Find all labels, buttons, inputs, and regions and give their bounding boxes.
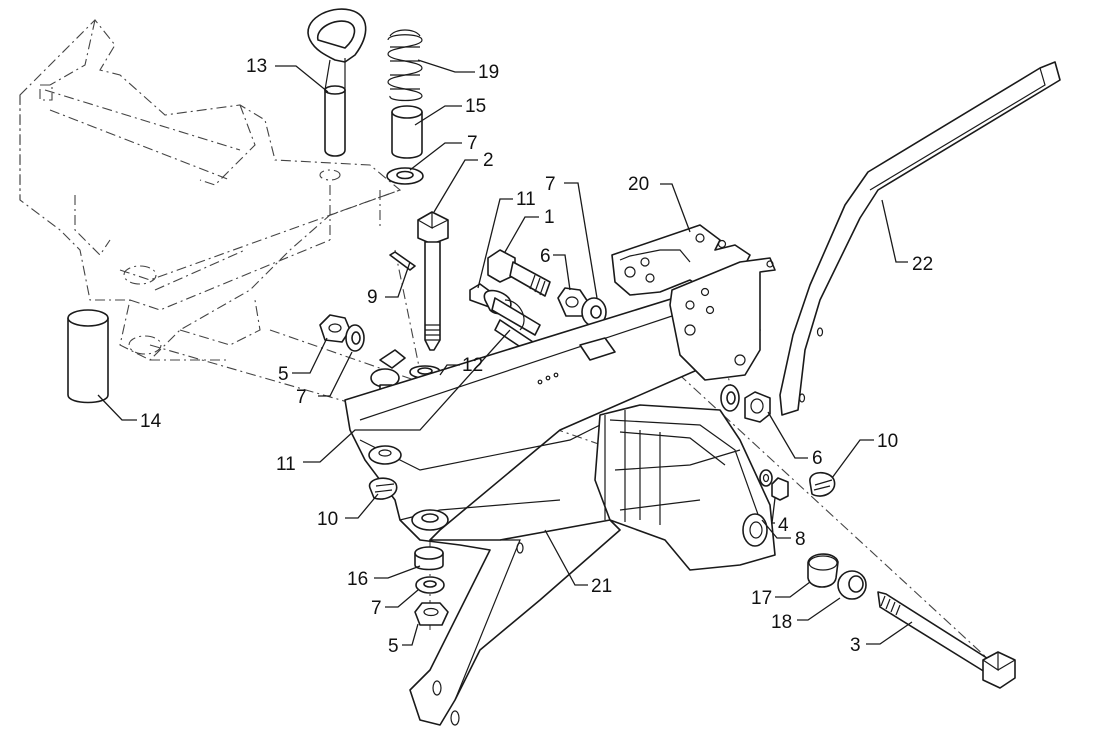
part-4-small-nut [759,469,789,501]
gearbox-housing [594,404,776,571]
callout-5: 5 [278,364,289,385]
callout-6: 6 [540,246,551,267]
callout-11: 11 [276,454,296,475]
callout-3: 3 [850,635,861,656]
part-17-bushing-ring [807,553,839,588]
callout-15: 15 [465,96,486,117]
part-13-lock-pin [307,8,367,157]
callout-10: 10 [877,431,898,452]
callout-2: 2 [483,150,494,171]
callout-22: 22 [912,254,933,275]
part-10-clip-right [809,471,836,497]
callout-13: 13 [246,56,267,77]
part-3-long-bolt [877,591,1016,689]
part-6-washer-nut-right [720,384,771,423]
callout-10: 10 [317,509,338,530]
part-2-bolt [417,211,449,351]
callout-9: 9 [367,287,378,308]
callout-11: 11 [516,189,536,210]
part-7-washer-bottom [415,576,445,594]
part-5-nut-bottom [414,602,449,626]
callout-4: 4 [778,515,789,536]
part-7-washer-top [386,167,424,185]
callout-12: 12 [462,355,483,376]
part-19-spring [387,29,423,102]
callout-19: 19 [478,62,499,83]
callout-16: 16 [347,569,368,590]
callout-6: 6 [812,448,823,469]
callout-labels: 13 19 15 7 2 7 20 11 1 6 22 9 5 7 12 14 … [140,56,933,657]
callout-20: 20 [628,174,649,195]
part-14-bushing-tube [67,309,109,404]
part-16-bushing-bottom [414,546,444,571]
callout-7: 7 [296,387,307,408]
part-18-spacer [837,570,867,600]
callout-7: 7 [467,133,478,154]
part-9-roll-pin [389,251,416,271]
part-1-bolt [487,249,551,297]
part-15-bushing [391,105,423,159]
part-10-clip-left [368,477,398,500]
callout-17: 17 [751,588,772,609]
part-20-clamp-plates [611,224,776,381]
callout-7: 7 [545,174,556,195]
callout-5: 5 [388,636,399,657]
callout-7: 7 [371,598,382,619]
callout-8: 8 [795,529,806,550]
tractor-frame-phantom [19,19,402,361]
callout-14: 14 [140,411,162,432]
callout-1: 1 [544,207,555,228]
part-22-handle-bar [779,61,1061,416]
leader-lines [97,59,913,646]
part-7-washer-left [345,324,365,352]
callout-18: 18 [771,612,792,633]
callout-21: 21 [591,576,612,597]
part-7-washer-upper-right [581,297,607,327]
